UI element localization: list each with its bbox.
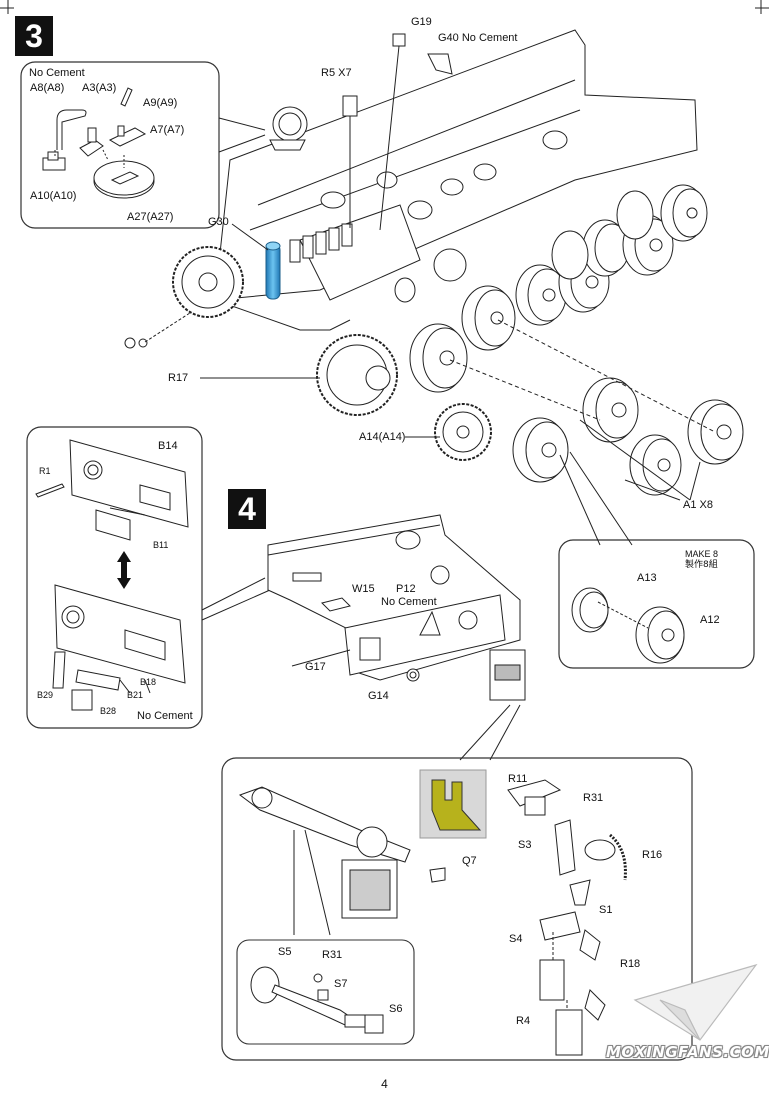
part-w15 <box>321 597 351 612</box>
label-b14: B14 <box>158 440 178 452</box>
label-s1: S1 <box>599 904 613 916</box>
watermark-plane-icon <box>633 963 758 1041</box>
make8-subtitle: 製作8組 <box>685 560 718 570</box>
breech-sub-assembly <box>250 966 384 1034</box>
label-s7: S7 <box>334 978 348 990</box>
label-a13: A13 <box>637 572 657 584</box>
part-g14 <box>406 668 420 682</box>
exploded-road-wheels <box>512 377 744 496</box>
watermark-text: MOXINGFANS.COM <box>606 1043 769 1061</box>
mg-mount-assembly <box>507 779 627 1056</box>
part-a8 <box>56 109 87 150</box>
label-r17: R17 <box>168 372 189 384</box>
engine-block-small <box>489 649 526 701</box>
part-p12 <box>430 565 450 585</box>
label-a9: A9(A9) <box>143 97 178 109</box>
label-w15: W15 <box>352 583 375 595</box>
label-no-cement-p12: No Cement <box>381 596 437 608</box>
gun-assembly-left <box>238 786 446 919</box>
part-a7 <box>108 127 147 147</box>
label-g30: G30 <box>208 216 229 228</box>
part-a9 <box>120 87 133 107</box>
label-r18: R18 <box>620 958 641 970</box>
label-g19: G19 <box>411 16 432 28</box>
label-s6: S6 <box>389 1003 403 1015</box>
label-r31-top: R31 <box>583 792 604 804</box>
label-a8: A8(A8) <box>30 82 65 94</box>
sub-detail-panel <box>236 939 415 1045</box>
part-r17-bolt <box>124 337 148 349</box>
frame-corners <box>0 0 769 14</box>
part-a13 <box>571 587 609 633</box>
part-b21 <box>75 669 121 691</box>
label-a10: A10(A10) <box>30 190 77 202</box>
label-r31-bottom: R31 <box>322 949 343 961</box>
part-r1 <box>35 483 65 498</box>
suspension-arms <box>320 130 568 303</box>
label-r5: R5 X7 <box>321 67 352 79</box>
label-s4: S4 <box>509 933 523 945</box>
label-r16: R16 <box>642 849 663 861</box>
inset-plate-lower <box>54 584 186 684</box>
r5-shock-blocks <box>289 223 353 263</box>
step3-inset-panel <box>20 61 220 229</box>
label-r1: R1 <box>39 466 51 476</box>
label-b29: B29 <box>37 690 54 700</box>
front-sprocket-right <box>316 334 398 416</box>
step-3-badge: 3 <box>15 16 53 56</box>
part-a14-sprocket <box>434 403 492 461</box>
double-arrow-icon <box>117 551 131 589</box>
label-r4: R4 <box>516 1015 531 1027</box>
part-g30-highlight <box>265 241 281 300</box>
part-b28 <box>71 689 93 711</box>
step4-detail-panel <box>221 757 693 1061</box>
front-sprocket-left <box>172 246 244 318</box>
cement-area-icon <box>419 769 487 839</box>
label-no-cement-left: No Cement <box>137 710 193 722</box>
label-g14: G14 <box>368 690 389 702</box>
part-b29 <box>52 651 66 689</box>
label-g17: G17 <box>305 661 326 673</box>
step-4-badge: 4 <box>228 489 266 529</box>
label-no-cement-inset: No Cement <box>29 67 85 79</box>
road-wheels <box>409 184 708 393</box>
label-a27: A27(A27) <box>127 211 174 223</box>
label-a7: A7(A7) <box>150 124 185 136</box>
part-r5 <box>342 95 358 117</box>
step4-inset-panel <box>26 426 203 729</box>
label-b28: B28 <box>100 706 117 716</box>
label-a1: A1 X8 <box>683 499 713 511</box>
part-g40 <box>427 53 453 75</box>
page-number: 4 <box>381 1077 388 1091</box>
make8-panel <box>558 539 755 669</box>
part-a12 <box>635 606 685 664</box>
part-a3 <box>79 139 104 157</box>
label-b21: B21 <box>127 690 144 700</box>
label-g40: G40 No Cement <box>438 32 518 44</box>
label-a3: A3(A3) <box>82 82 117 94</box>
label-p12: P12 <box>396 583 416 595</box>
label-a12: A12 <box>700 614 720 626</box>
hull-hatch <box>272 106 308 142</box>
label-s3: S3 <box>518 839 532 851</box>
label-b11: B11 <box>153 540 169 550</box>
label-q7: Q7 <box>462 855 477 867</box>
label-b18: B18 <box>140 677 157 687</box>
label-s5: S5 <box>278 946 292 958</box>
label-r11: R11 <box>508 773 528 785</box>
part-b11 <box>95 509 131 541</box>
part-g19 <box>392 33 406 47</box>
make8-title: MAKE 8 <box>685 549 719 559</box>
inset-plate-upper <box>69 439 189 528</box>
label-a14: A14(A14) <box>359 431 406 443</box>
